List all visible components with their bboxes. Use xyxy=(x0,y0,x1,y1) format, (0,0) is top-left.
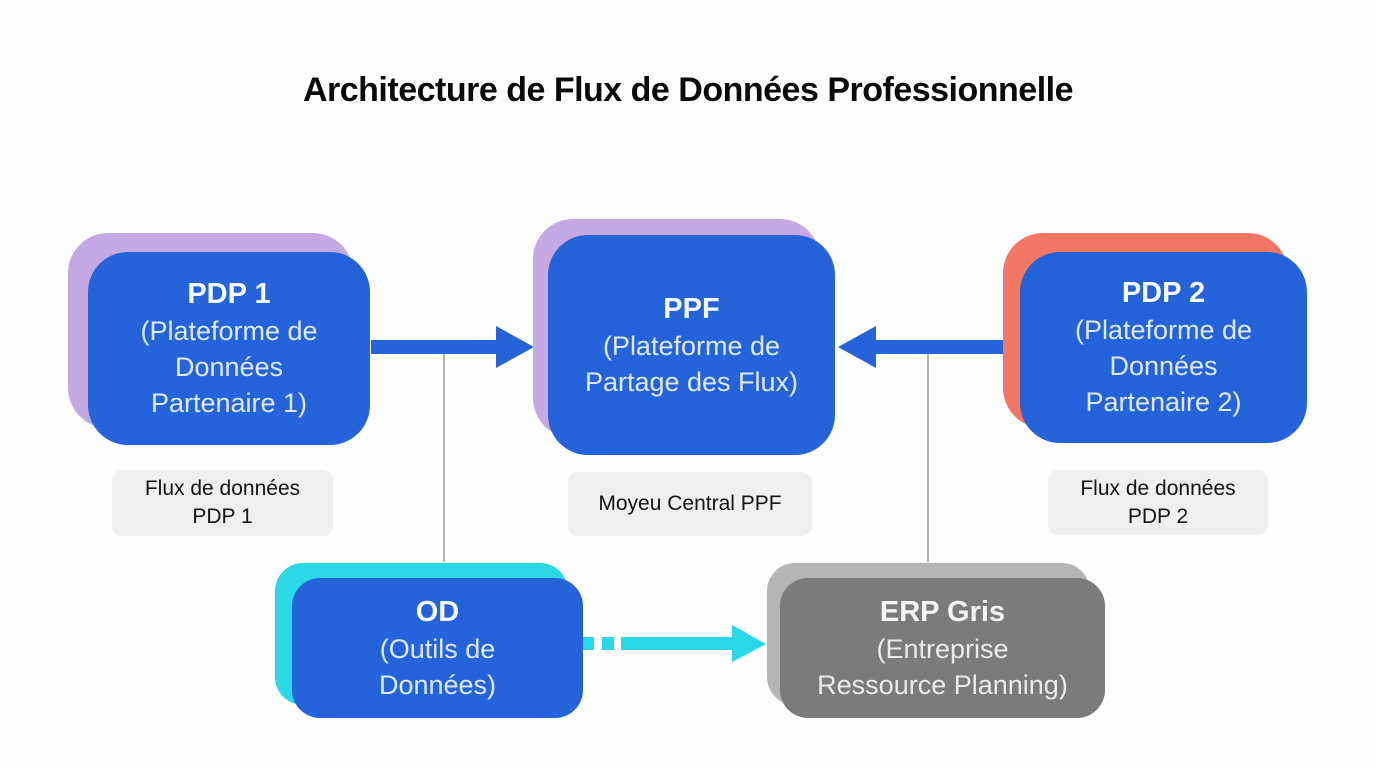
node-pdp1-subtitle: (Plateforme de Données Partenaire 1) xyxy=(140,313,317,421)
node-subtitle-line: Données xyxy=(1109,351,1218,381)
node-od: OD (Outils de Données) xyxy=(275,563,583,718)
caption-line: Flux de données xyxy=(144,477,301,500)
page-title: Architecture de Flux de Données Professi… xyxy=(302,71,1074,109)
arrow-pdp1-to-ppf xyxy=(371,326,534,368)
caption-line: PDP 1 xyxy=(192,505,253,528)
node-pdp1-title: PDP 1 xyxy=(187,278,271,310)
node-pdp1: PDP 1 (Plateforme de Données Partenaire … xyxy=(68,233,370,445)
node-subtitle-line: (Plateforme de xyxy=(1074,315,1253,345)
node-subtitle-line: (Plateforme de xyxy=(140,316,318,346)
node-erp: ERP Gris (Entreprise Ressource Planning) xyxy=(767,563,1105,718)
node-od-face: OD (Outils de Données) xyxy=(292,578,583,718)
node-pdp2-title: PDP 2 xyxy=(1121,277,1206,309)
caption-moyeu-central-ppf: Moyeu Central PPF xyxy=(568,472,812,536)
node-erp-title: ERP Gris xyxy=(879,595,1006,628)
caption-line: Flux de données xyxy=(1080,476,1236,500)
node-erp-face: ERP Gris (Entreprise Ressource Planning) xyxy=(780,578,1105,718)
node-subtitle-line: (Entreprise xyxy=(876,633,1009,664)
node-ppf-title: PPF xyxy=(663,292,720,325)
node-ppf: PPF (Plateforme de Partage des Flux) xyxy=(533,219,835,455)
node-subtitle-line: (Outils de xyxy=(379,633,496,664)
node-od-title: OD xyxy=(415,595,460,628)
arrow-od-to-erp xyxy=(583,625,766,662)
node-pdp2-subtitle: (Plateforme de Données Partenaire 2) xyxy=(1075,312,1252,420)
node-subtitle-line: Partenaire 1) xyxy=(150,388,308,418)
caption-flux-pdp2: Flux de données PDP 2 xyxy=(1048,470,1268,535)
node-pdp2: PDP 2 (Plateforme de Données Partenaire … xyxy=(1003,233,1307,445)
node-erp-subtitle: (Entreprise Ressource Planning) xyxy=(817,631,1068,703)
node-ppf-subtitle: (Plateforme de Partage des Flux) xyxy=(585,328,798,400)
node-ppf-face: PPF (Plateforme de Partage des Flux) xyxy=(548,235,835,455)
node-subtitle-line: Ressource Planning) xyxy=(817,669,1068,700)
node-pdp2-face: PDP 2 (Plateforme de Données Partenaire … xyxy=(1020,252,1307,443)
node-subtitle-line: Partage des Flux) xyxy=(584,366,799,397)
node-subtitle-line: Partenaire 2) xyxy=(1085,387,1242,417)
arrow-pdp2-to-ppf xyxy=(838,326,1005,368)
node-pdp1-face: PDP 1 (Plateforme de Données Partenaire … xyxy=(88,252,370,445)
node-subtitle-line: Données xyxy=(174,352,284,382)
caption-line: PDP 2 xyxy=(1127,504,1189,528)
caption-line: Moyeu Central PPF xyxy=(598,492,782,515)
node-od-subtitle: (Outils de Données) xyxy=(379,631,496,703)
node-subtitle-line: Données) xyxy=(378,669,497,700)
caption-flux-pdp1: Flux de données PDP 1 xyxy=(112,470,333,536)
node-subtitle-line: (Plateforme de xyxy=(602,330,781,361)
